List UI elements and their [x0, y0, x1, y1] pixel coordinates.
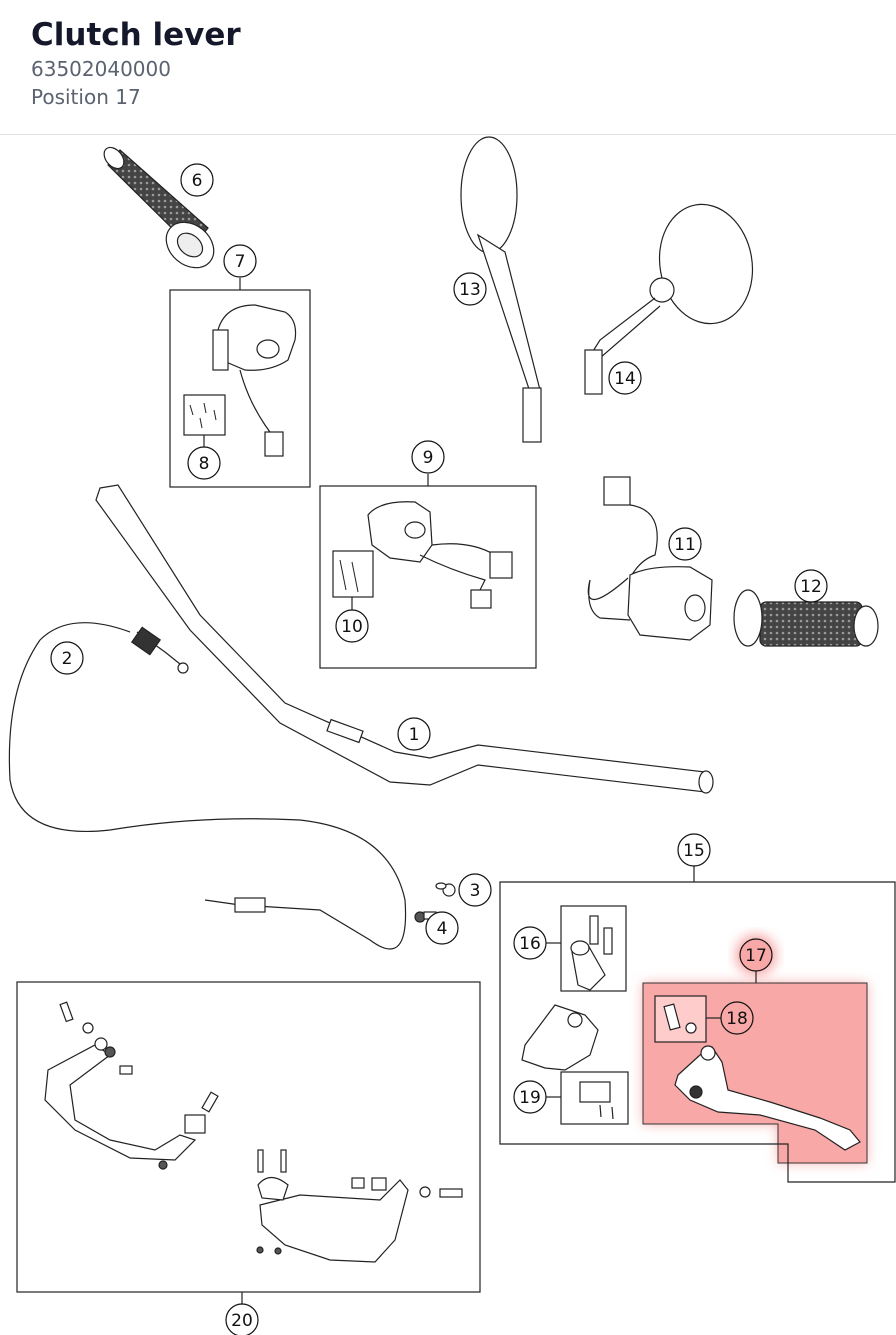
callout-label-4: 4	[437, 919, 448, 939]
right-grip	[733, 589, 879, 647]
callout-20[interactable]: 20	[225, 1303, 259, 1335]
assembly-box-15	[499, 881, 896, 1183]
callout-6[interactable]: 6	[180, 163, 214, 197]
callout-17[interactable]: 17	[739, 938, 773, 972]
callout-9[interactable]: 9	[411, 440, 445, 474]
callout-11[interactable]: 11	[668, 527, 702, 561]
callout-label-9: 9	[423, 448, 434, 468]
right-switch-11	[587, 476, 713, 641]
assembly-box-19	[560, 1071, 629, 1125]
page-title: Clutch lever	[31, 17, 241, 53]
callout-label-16: 16	[519, 934, 541, 954]
page-header: Clutch lever 63502040000 Position 17	[0, 0, 896, 135]
handguard-left	[44, 1001, 219, 1170]
part-number: 63502040000	[31, 57, 171, 81]
callout-15[interactable]: 15	[677, 833, 711, 867]
callout-label-8: 8	[199, 454, 210, 474]
callout-label-18: 18	[726, 1009, 748, 1029]
callout-label-2: 2	[62, 649, 73, 669]
callout-16[interactable]: 16	[513, 926, 547, 960]
callout-4[interactable]: 4	[425, 911, 459, 945]
callout-label-13: 13	[459, 280, 481, 300]
left-grip	[103, 146, 215, 269]
callout-label-11: 11	[674, 535, 696, 555]
assembly-box-18	[654, 995, 707, 1043]
callout-3[interactable]: 3	[458, 873, 492, 907]
callout-label-10: 10	[341, 617, 363, 637]
left-mirror	[460, 136, 542, 443]
callout-label-3: 3	[470, 881, 481, 901]
callout-2[interactable]: 2	[50, 641, 84, 675]
callout-label-6: 6	[192, 171, 203, 191]
callout-label-7: 7	[235, 252, 246, 272]
clutch-lever	[674, 1045, 861, 1151]
right-switch-9	[367, 501, 513, 609]
callout-7[interactable]: 7	[223, 244, 257, 278]
left-switch	[212, 304, 297, 457]
handlebar	[95, 484, 714, 794]
callout-8[interactable]: 8	[187, 446, 221, 480]
assembly-box-20	[16, 981, 481, 1293]
callout-label-20: 20	[231, 1311, 253, 1331]
callout-18[interactable]: 18	[720, 1001, 754, 1035]
callout-label-14: 14	[614, 369, 636, 389]
assembly-box-8	[183, 394, 226, 436]
callout-1[interactable]: 1	[397, 717, 431, 751]
callout-13[interactable]: 13	[453, 272, 487, 306]
callout-label-12: 12	[800, 577, 822, 597]
callout-10[interactable]: 10	[335, 609, 369, 643]
right-mirror	[584, 203, 754, 395]
callout-19[interactable]: 19	[513, 1080, 547, 1114]
exploded-parts-diagram: 1 2 3 4 6 7 8 9 10 11 12 13 14 15 16 17 …	[8, 136, 896, 1335]
callout-label-17: 17	[745, 946, 767, 966]
callout-14[interactable]: 14	[608, 361, 642, 395]
lever-mount	[521, 1004, 599, 1071]
callout-label-1: 1	[409, 725, 420, 745]
handguard-right	[256, 1149, 463, 1263]
assembly-box-16	[560, 905, 627, 992]
callout-label-15: 15	[683, 841, 705, 861]
callout-label-19: 19	[519, 1088, 541, 1108]
assembly-box-10	[332, 550, 374, 598]
position-label: Position 17	[31, 85, 141, 109]
clutch-cable	[8, 622, 407, 950]
callout-12[interactable]: 12	[794, 569, 828, 603]
